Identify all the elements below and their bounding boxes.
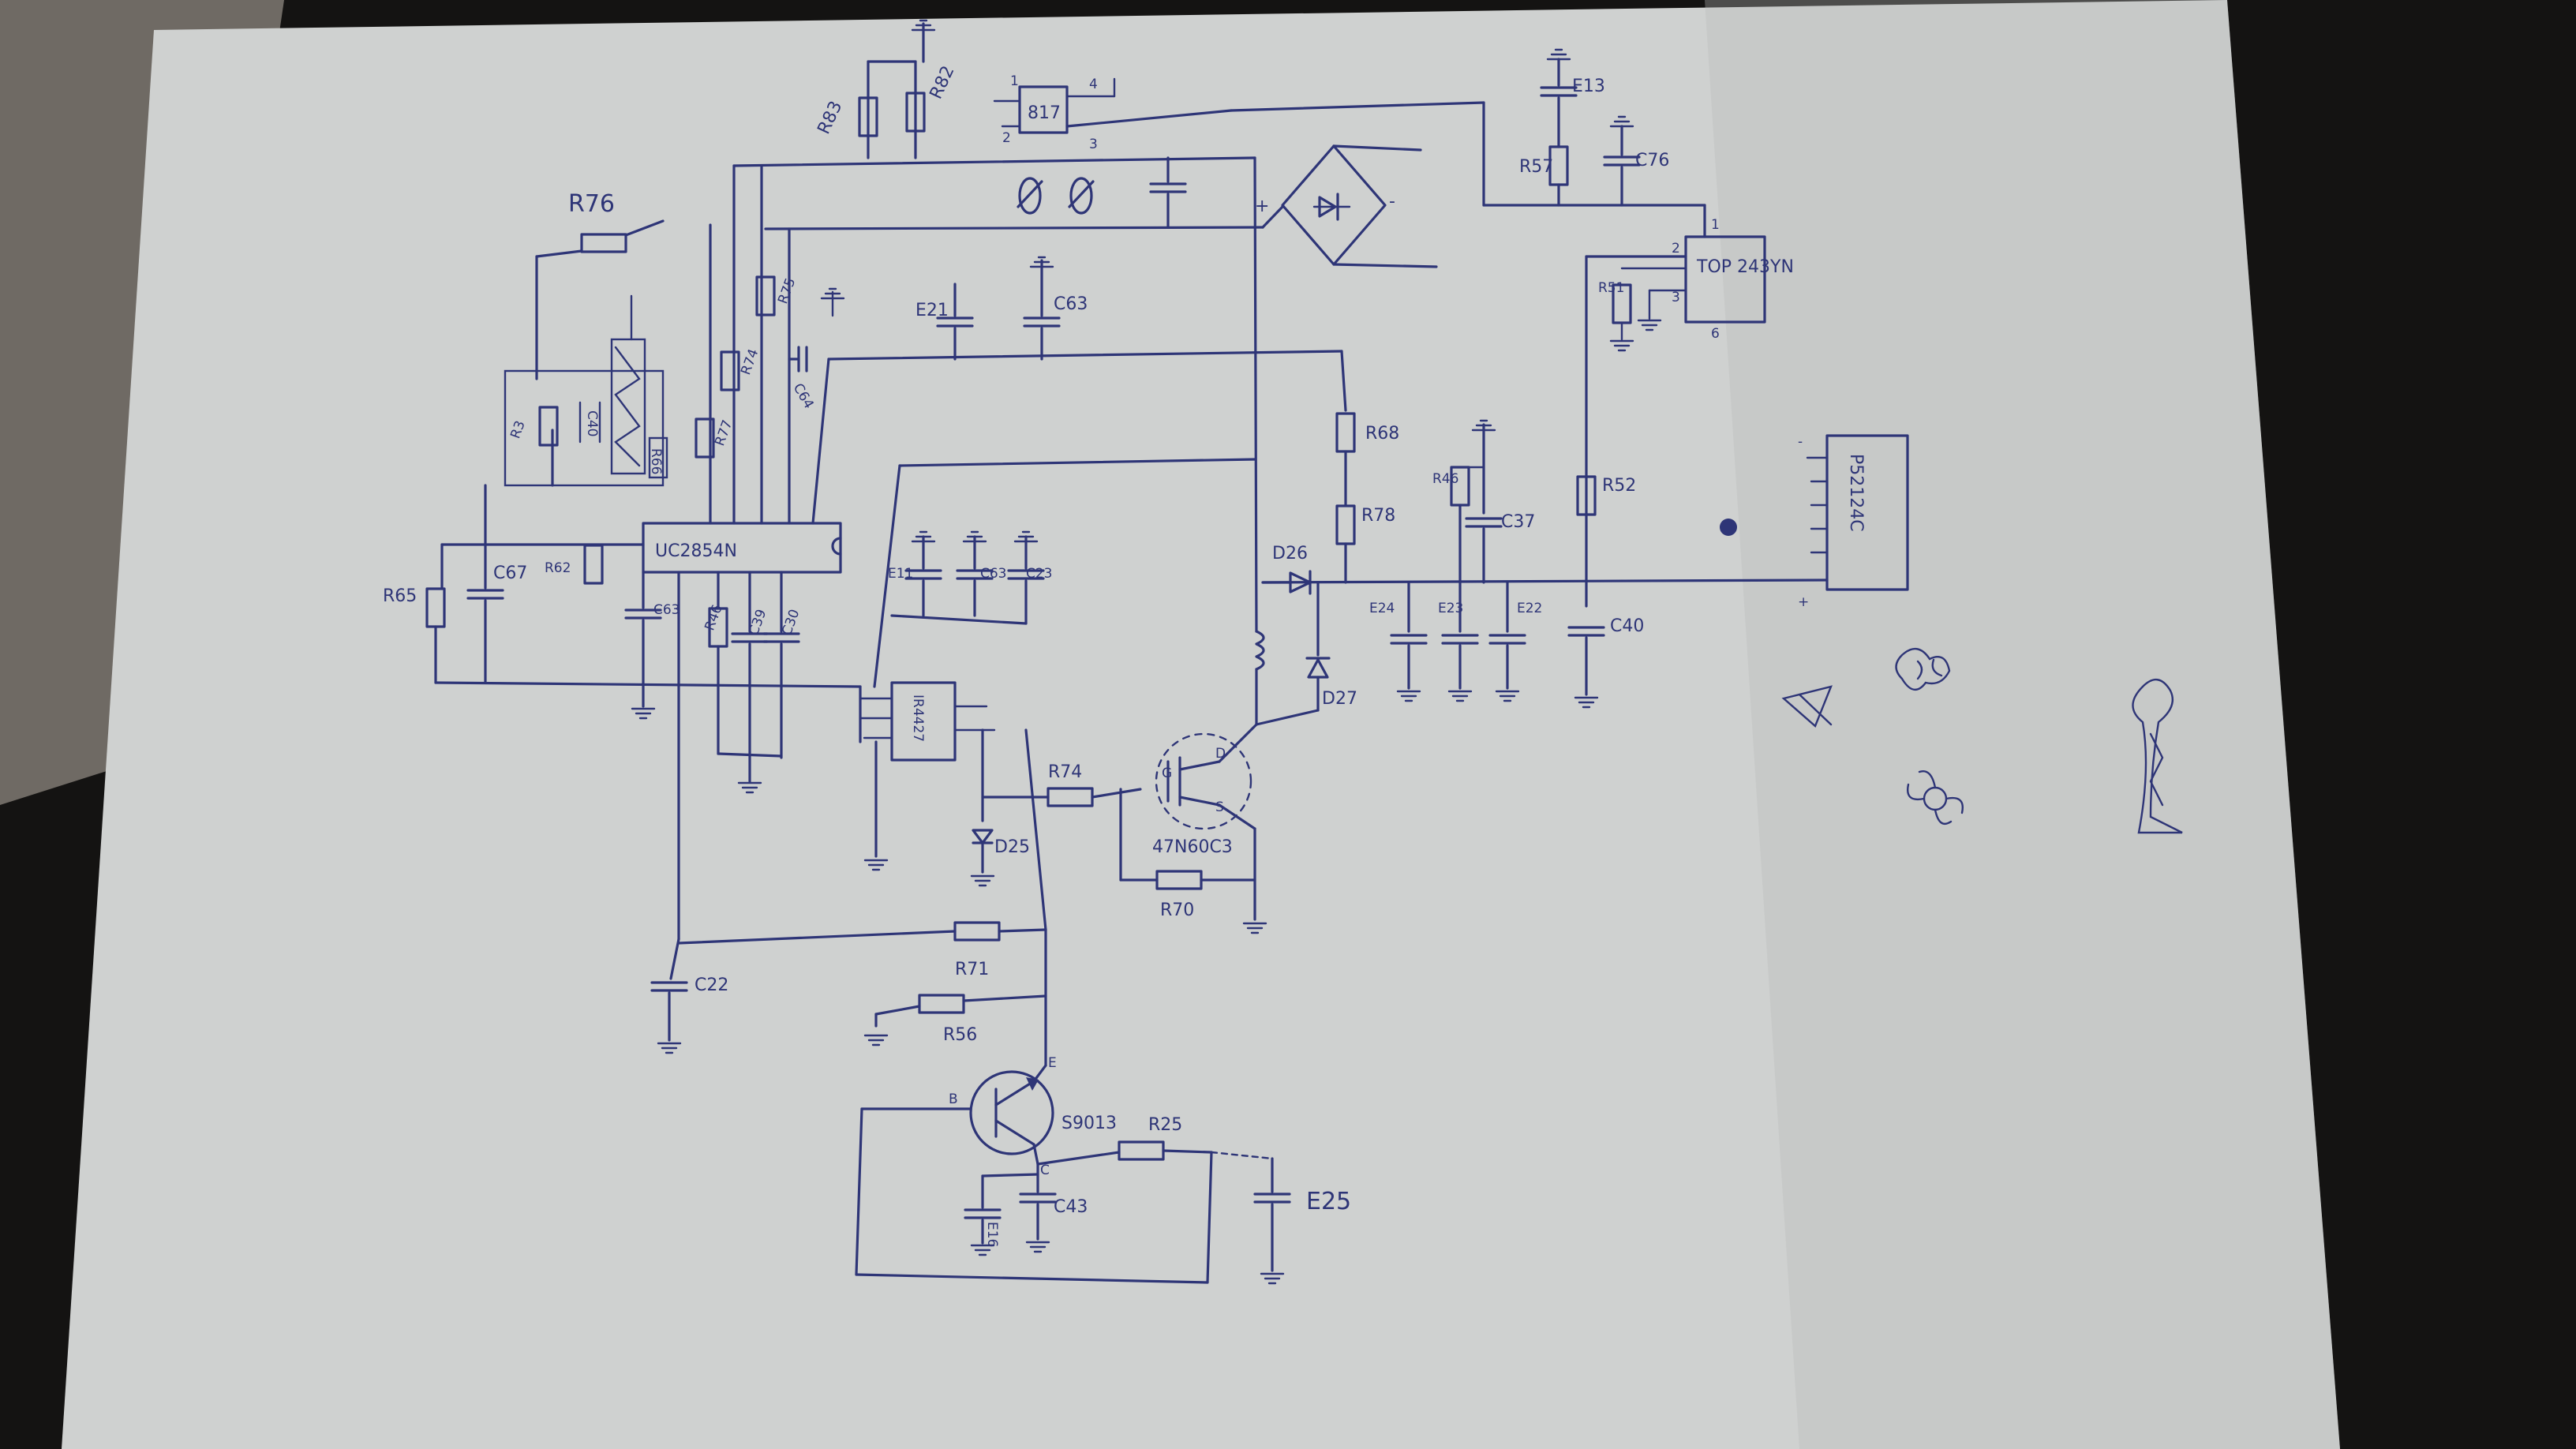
- label-mosfet: 47N60C3: [1152, 837, 1233, 857]
- svg-text:3: 3: [1672, 290, 1680, 305]
- svg-text:-: -: [1798, 434, 1803, 450]
- label-d25: D25: [994, 837, 1030, 857]
- svg-text:6: 6: [1711, 326, 1720, 342]
- svg-text:4: 4: [1089, 77, 1098, 92]
- svg-text:+: +: [1798, 594, 1809, 610]
- label-r46: R46: [1432, 471, 1458, 487]
- label-e16: E16: [984, 1222, 1000, 1247]
- transistor-s9013: B E C: [949, 1055, 1057, 1178]
- paper-sheet: [62, 0, 2340, 1449]
- label-r78: R78: [1361, 506, 1395, 526]
- label-optocoupler: 817: [1028, 103, 1061, 123]
- label-c63-top: C63: [1054, 294, 1088, 314]
- label-c63-mid: C63: [980, 566, 1007, 582]
- label-c10: C40: [584, 410, 600, 437]
- label-c40-right: C40: [1610, 616, 1644, 636]
- svg-text:-: -: [1389, 192, 1395, 212]
- doodles: [1781, 648, 2183, 834]
- label-driver: IR4427: [910, 695, 926, 742]
- label-transistor: S9013: [1061, 1114, 1117, 1133]
- svg-text:G: G: [1162, 766, 1172, 781]
- svg-text:S: S: [1215, 799, 1224, 815]
- label-switcher: TOP 243YN: [1696, 257, 1794, 277]
- svg-text:B: B: [949, 1091, 958, 1107]
- label-r68: R68: [1365, 424, 1399, 444]
- switcher-top243yn: [1684, 235, 1766, 324]
- thermistors: [1017, 177, 1095, 215]
- label-r66: R66: [648, 448, 664, 474]
- label-connector: P52124C: [1846, 454, 1866, 532]
- svg-text:+: +: [1255, 197, 1269, 216]
- label-c76: C76: [1635, 151, 1669, 170]
- label-c37: C37: [1501, 512, 1535, 532]
- label-e23: E23: [1438, 601, 1463, 616]
- label-r71: R71: [955, 960, 989, 979]
- label-r56: R56: [943, 1025, 977, 1045]
- label-e22: E22: [1517, 601, 1542, 616]
- label-c67: C67: [493, 564, 527, 583]
- connector-p52124c: [1825, 434, 1909, 591]
- label-r52: R52: [1602, 476, 1636, 496]
- controller-uc2854n: [642, 522, 842, 574]
- svg-text:1: 1: [1010, 73, 1019, 89]
- label-d26: D26: [1272, 544, 1308, 564]
- scribbled-component: [610, 338, 646, 475]
- optocoupler-817: [1018, 85, 1069, 134]
- label-r74-gate: R74: [1048, 762, 1082, 782]
- label-r70: R70: [1160, 900, 1194, 920]
- svg-text:3: 3: [1089, 137, 1098, 152]
- label-r65: R65: [383, 586, 417, 606]
- label-e13: E13: [1572, 77, 1605, 96]
- label-c63-chip: C63: [653, 602, 680, 618]
- label-e21: E21: [915, 301, 949, 320]
- svg-text:2: 2: [1002, 130, 1011, 146]
- label-controller: UC2854N: [655, 541, 737, 561]
- label-e25: E25: [1306, 1188, 1351, 1215]
- svg-text:C: C: [1040, 1163, 1050, 1178]
- label-c43: C43: [1054, 1197, 1088, 1217]
- label-r51: R51: [1598, 280, 1624, 296]
- label-d27: D27: [1322, 689, 1357, 709]
- label-e11: E11: [888, 566, 913, 582]
- label-e24: E24: [1369, 601, 1395, 616]
- label-r76: R76: [568, 190, 615, 218]
- schematic-drawing: R83 R82 817 1 2 3 4: [383, 19, 2183, 1285]
- svg-text:E: E: [1048, 1055, 1057, 1071]
- label-c22: C22: [695, 975, 728, 995]
- ink-blot: [1720, 519, 1737, 536]
- svg-text:2: 2: [1672, 241, 1680, 256]
- label-r62: R62: [545, 560, 571, 576]
- label-r25: R25: [1148, 1115, 1182, 1135]
- bridge-rectifier: + -: [1255, 144, 1438, 268]
- svg-text:1: 1: [1711, 217, 1720, 233]
- driver-ir4427: [890, 681, 957, 762]
- mosfet-47n60c3: D G S: [1155, 723, 1258, 830]
- label-r57: R57: [1519, 157, 1553, 177]
- label-c23: C23: [1026, 566, 1053, 582]
